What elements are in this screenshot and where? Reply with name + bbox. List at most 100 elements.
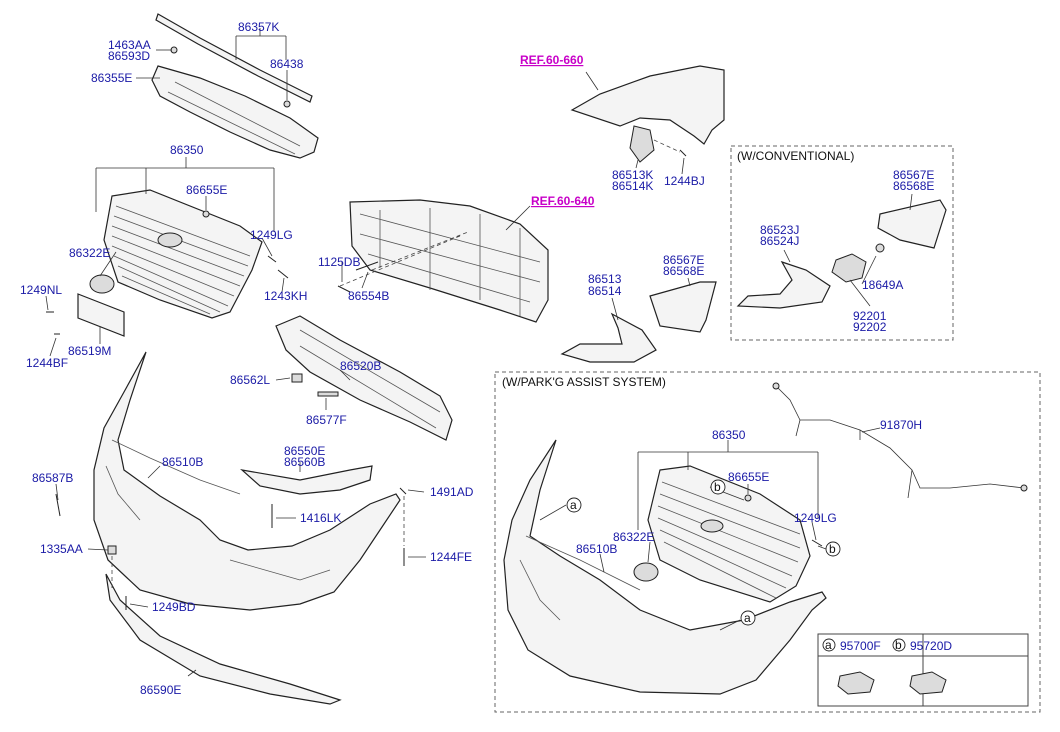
- label-86513k: 86513K: [612, 168, 653, 182]
- leader-86567e-conv: [909, 193, 913, 211]
- label-86519m: 86519M: [68, 344, 111, 358]
- bumper-fastener-dash: [111, 496, 405, 590]
- callout-b-2-letter: b: [829, 542, 836, 556]
- ref-60-660[interactable]: REF.60-660: [520, 53, 584, 67]
- bumper-bracket-86550e-shape: [240, 465, 373, 495]
- leader-callout-a-2: [719, 619, 741, 631]
- leader-86567e-main: [687, 277, 691, 287]
- label-86350-main: 86350: [170, 143, 204, 157]
- upper-grille-rail-ribs: [167, 81, 301, 155]
- leader-ref-60-660: [585, 71, 599, 91]
- label-86655e-park: 86655E: [728, 470, 769, 484]
- label-1335aa: 1335AA: [40, 542, 83, 556]
- label-1249lg-park: 1249LG: [794, 511, 837, 525]
- label-86322e-main: 86322E: [69, 246, 110, 260]
- label-86514: 86514: [588, 284, 622, 298]
- leader-1335aa: [87, 548, 109, 551]
- label-86590e: 86590E: [140, 683, 181, 697]
- label-86322e-park: 86322E: [613, 530, 654, 544]
- park-assist-box: [494, 371, 1041, 713]
- leader-1244bj: [681, 157, 685, 175]
- sensor-95700f-shape: [837, 671, 875, 695]
- leader-86513: [611, 297, 619, 321]
- sensor-wiring-harness: [775, 385, 1025, 489]
- carrier-assembly-lines: [339, 231, 469, 287]
- legend-a-letter: a: [825, 638, 832, 652]
- label-86523j: 86523J: [760, 223, 799, 237]
- front-bumper-park-shape: [503, 439, 827, 695]
- leader-86350-park: [637, 440, 819, 530]
- bumper-absorber-ribs: [299, 329, 441, 429]
- callout-a-2: a: [740, 610, 756, 626]
- bumper-absorber-shape: [275, 315, 453, 441]
- label-86577f: 86577F: [306, 413, 347, 427]
- label-1249bd: 1249BD: [152, 600, 196, 614]
- label-91870h: 91870H: [880, 418, 922, 432]
- label-86587b: 86587B: [32, 471, 73, 485]
- leader-1243kh: [281, 277, 285, 293]
- label-86567e-conv: 86567E: [893, 168, 934, 182]
- license-bracket-shape: [77, 293, 125, 337]
- label-86514k: 86514K: [612, 179, 653, 193]
- label-1243kh: 1243KH: [264, 289, 307, 303]
- clip-86655e-shape: [202, 210, 210, 218]
- label-86554b: 86554B: [348, 289, 389, 303]
- fog-lamp-shape: [831, 253, 867, 283]
- fog-trim-86513-shape: [560, 312, 657, 363]
- leader-86587b: [55, 483, 59, 501]
- label-86513: 86513: [588, 272, 622, 286]
- screw-park-shape: [811, 539, 823, 547]
- label-86550e: 86550E: [284, 444, 325, 458]
- leader-86523j: [783, 249, 791, 263]
- ref-60-640[interactable]: REF.60-640: [531, 194, 595, 208]
- label-86562l: 86562L: [230, 373, 270, 387]
- label-86562l-shape: [291, 373, 303, 383]
- fender-shape: [570, 65, 725, 145]
- leader-86520b: [339, 369, 351, 381]
- fender-bracket-dash: [653, 139, 681, 153]
- harness-connector-2: [1020, 484, 1028, 492]
- lower-lip-86590e-shape: [105, 573, 342, 705]
- label-1125db: 1125DB: [318, 255, 360, 269]
- emblem-86322e-shape: [89, 274, 115, 294]
- leader-86590e: [187, 669, 197, 677]
- front-bumper-cover-shape: [93, 351, 401, 611]
- label-1416lk: 1416LK: [300, 511, 341, 525]
- leader-86357k: [235, 28, 287, 60]
- leader-86513k: [635, 159, 639, 169]
- conventional-box-title: (W/CONVENTIONAL): [737, 149, 854, 163]
- leader-86554b: [361, 271, 369, 289]
- label-86510b-main: 86510B: [162, 455, 203, 469]
- leader-1244bf: [49, 337, 57, 357]
- grille-emblem-shape: [157, 232, 183, 248]
- pad-86577f-shape: [317, 391, 339, 397]
- radiator-grille-shape: [103, 189, 263, 319]
- label-86438: 86438: [270, 57, 304, 71]
- label-18649a: 18649A: [862, 278, 903, 292]
- front-end-module-frame: [359, 208, 541, 316]
- callout-b-2: b: [825, 541, 841, 557]
- label-95700f: 95700F: [840, 639, 881, 653]
- molding-strip-shape: [155, 13, 313, 103]
- upper-grille-rail-shape: [151, 65, 319, 159]
- label-86567e-main: 86567E: [663, 253, 704, 267]
- label-92202: 92202: [853, 320, 887, 334]
- leader-86322e-park: [647, 541, 651, 563]
- park-assist-box-title: (W/PARK'G ASSIST SYSTEM): [502, 375, 666, 389]
- label-86524j: 86524J: [760, 234, 799, 248]
- callout-a-1-letter: a: [570, 498, 577, 512]
- leader-1249lg-park: [811, 521, 817, 541]
- label-1244bf: 1244BF: [26, 356, 68, 370]
- callout-a-1: a: [566, 497, 582, 513]
- emblem-park-shape: [633, 562, 659, 582]
- leader-92201: [849, 279, 871, 307]
- bolt-1244bj-shape: [679, 149, 687, 157]
- label-92201: 92201: [853, 309, 887, 323]
- leader-ref-60-640: [505, 205, 531, 231]
- bumper-fasteners-shape: [125, 487, 407, 610]
- legend-b-letter: b: [895, 638, 902, 652]
- fog-cover-86567e-shape: [649, 281, 717, 333]
- leader-86562l: [275, 377, 291, 381]
- bracket-86587b-shape: [55, 493, 61, 517]
- callout-b-1: b: [710, 479, 726, 495]
